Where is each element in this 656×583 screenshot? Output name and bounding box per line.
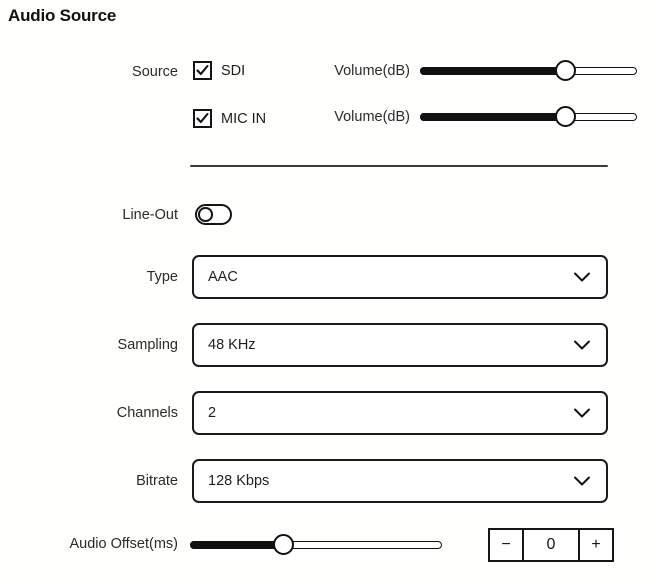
slider-knob[interactable] [554, 106, 576, 127]
check-icon [196, 64, 209, 76]
channels-label: Channels [116, 405, 178, 421]
sampling-label: Sampling [117, 337, 178, 353]
line-out-toggle[interactable] [195, 204, 232, 225]
slider-knob[interactable] [272, 534, 294, 555]
stepper-value[interactable]: 0 [546, 536, 556, 553]
volume-slider-mic-in[interactable] [420, 106, 637, 128]
source-label: Source [132, 64, 178, 80]
volume-label-mic-in: Volume(dB) [334, 109, 410, 125]
type-label: Type [146, 269, 178, 285]
slider-fill [190, 541, 284, 549]
bitrate-dropdown[interactable]: 128 Kbps [192, 459, 608, 503]
toggle-knob[interactable] [198, 207, 213, 222]
bitrate-value: 128 Kbps [208, 473, 270, 489]
chevron-down-icon[interactable] [573, 475, 591, 487]
type-value: AAC [208, 269, 238, 285]
type-dropdown[interactable]: AAC [192, 255, 608, 299]
stepper-decrement-button[interactable]: − [490, 530, 524, 560]
channels-value: 2 [208, 405, 217, 421]
checkbox-label-sdi: SDI [221, 62, 246, 79]
audio-offset-label: Audio Offset(ms) [69, 536, 178, 552]
stepper-increment-button[interactable]: + [578, 530, 612, 560]
channels-dropdown[interactable]: 2 [192, 391, 608, 435]
audio-offset-stepper[interactable]: − 0 + [488, 528, 614, 562]
checkbox-mic-in[interactable]: MIC IN [193, 109, 266, 128]
chevron-down-icon[interactable] [573, 407, 591, 419]
slider-knob[interactable] [554, 60, 576, 81]
page-title: Audio Source [8, 6, 117, 25]
sampling-dropdown[interactable]: 48 KHz [192, 323, 608, 367]
line-out-label: Line-Out [122, 207, 178, 223]
checkbox-label-mic-in: MIC IN [221, 110, 267, 127]
checkbox-box-mic-in[interactable] [193, 109, 212, 128]
volume-label-sdi: Volume(dB) [334, 63, 410, 79]
checkbox-sdi[interactable]: SDI [193, 61, 245, 80]
section-divider [190, 165, 608, 168]
sampling-value: 48 KHz [208, 337, 256, 353]
chevron-down-icon[interactable] [573, 339, 591, 351]
check-icon [196, 112, 209, 124]
chevron-down-icon[interactable] [573, 271, 591, 283]
audio-offset-slider[interactable] [190, 534, 442, 556]
checkbox-box-sdi[interactable] [193, 61, 212, 80]
slider-fill [420, 113, 566, 121]
slider-fill [420, 67, 566, 75]
bitrate-label: Bitrate [136, 473, 178, 489]
volume-slider-sdi[interactable] [420, 60, 637, 82]
